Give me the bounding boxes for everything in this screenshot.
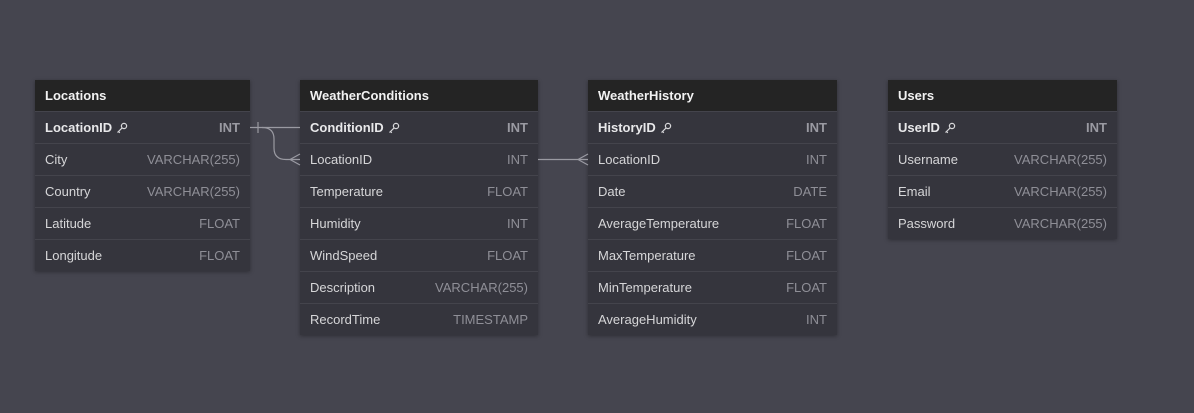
table-row[interactable]: HistoryID INT	[588, 111, 837, 143]
table-row[interactable]: Latitude FLOAT	[35, 207, 250, 239]
column-name: Latitude	[45, 215, 92, 231]
table-row[interactable]: Temperature FLOAT	[300, 175, 538, 207]
table-row[interactable]: MaxTemperature FLOAT	[588, 239, 837, 271]
table-row[interactable]: ConditionID INT	[300, 111, 538, 143]
table-weatherconditions[interactable]: WeatherConditions ConditionID INT Locati…	[300, 80, 538, 335]
column-name: MinTemperature	[598, 279, 692, 295]
column-type: VARCHAR(255)	[1014, 151, 1107, 167]
key-icon	[388, 122, 400, 134]
column-type: TIMESTAMP	[453, 311, 528, 327]
table-locations[interactable]: Locations LocationID INT City VARCHAR(25…	[35, 80, 250, 271]
table-row[interactable]: AverageTemperature FLOAT	[588, 207, 837, 239]
key-icon	[660, 122, 672, 134]
column-type: INT	[507, 119, 528, 135]
column-name: LocationID	[45, 119, 113, 135]
crowfoot-marker	[577, 153, 589, 166]
key-icon	[944, 122, 956, 134]
table-row[interactable]: Longitude FLOAT	[35, 239, 250, 271]
table-title[interactable]: WeatherConditions	[300, 80, 538, 111]
table-row[interactable]: Username VARCHAR(255)	[888, 143, 1117, 175]
column-type: VARCHAR(255)	[1014, 183, 1107, 199]
column-name: Description	[310, 279, 376, 295]
column-name: Temperature	[310, 183, 383, 199]
column-name: RecordTime	[310, 311, 381, 327]
column-name: AverageHumidity	[598, 311, 697, 327]
column-name: Longitude	[45, 247, 103, 263]
column-type: VARCHAR(255)	[1014, 215, 1107, 231]
table-title[interactable]: Locations	[35, 80, 250, 111]
column-type: VARCHAR(255)	[147, 183, 240, 199]
column-type: FLOAT	[786, 215, 827, 231]
column-type: FLOAT	[786, 247, 827, 263]
table-row[interactable]: Country VARCHAR(255)	[35, 175, 250, 207]
relationship-line[interactable]	[261, 126, 300, 161]
column-name: City	[45, 151, 68, 167]
table-title[interactable]: WeatherHistory	[588, 80, 837, 111]
column-type: INT	[806, 151, 827, 167]
table-row[interactable]: LocationID INT	[588, 143, 837, 175]
column-type: FLOAT	[487, 247, 528, 263]
table-row[interactable]: Email VARCHAR(255)	[888, 175, 1117, 207]
column-name: HistoryID	[598, 119, 656, 135]
column-name: Date	[598, 183, 626, 199]
column-name: LocationID	[310, 151, 373, 167]
table-row[interactable]: Humidity INT	[300, 207, 538, 239]
column-type: DATE	[793, 183, 827, 199]
column-name: Username	[898, 151, 958, 167]
table-row[interactable]: City VARCHAR(255)	[35, 143, 250, 175]
table-row[interactable]: Date DATE	[588, 175, 837, 207]
column-name: ConditionID	[310, 119, 384, 135]
column-name: LocationID	[598, 151, 661, 167]
column-type: FLOAT	[199, 215, 240, 231]
column-name: MaxTemperature	[598, 247, 696, 263]
column-type: FLOAT	[487, 183, 528, 199]
table-weatherhistory[interactable]: WeatherHistory HistoryID INT LocationID …	[588, 80, 837, 335]
column-type: FLOAT	[786, 279, 827, 295]
column-type: INT	[507, 151, 528, 167]
table-users[interactable]: Users UserID INT Username VARCHAR(255) E…	[888, 80, 1117, 239]
column-name: Password	[898, 215, 956, 231]
table-row[interactable]: LocationID INT	[300, 143, 538, 175]
column-type: INT	[219, 119, 240, 135]
table-row[interactable]: UserID INT	[888, 111, 1117, 143]
table-title[interactable]: Users	[888, 80, 1117, 111]
column-type: INT	[806, 119, 827, 135]
table-row[interactable]: AverageHumidity INT	[588, 303, 837, 335]
table-row[interactable]: MinTemperature FLOAT	[588, 271, 837, 303]
column-type: INT	[806, 311, 827, 327]
column-name: Country	[45, 183, 91, 199]
table-row[interactable]: LocationID INT	[35, 111, 250, 143]
table-row[interactable]: Password VARCHAR(255)	[888, 207, 1117, 239]
table-row[interactable]: WindSpeed FLOAT	[300, 239, 538, 271]
column-type: VARCHAR(255)	[147, 151, 240, 167]
column-name: Email	[898, 183, 931, 199]
column-type: FLOAT	[199, 247, 240, 263]
column-type: INT	[507, 215, 528, 231]
column-type: VARCHAR(255)	[435, 279, 528, 295]
column-name: UserID	[898, 119, 940, 135]
column-name: AverageTemperature	[598, 215, 720, 231]
crowfoot-marker	[289, 153, 301, 166]
column-name: WindSpeed	[310, 247, 378, 263]
key-icon	[116, 122, 128, 134]
table-row[interactable]: RecordTime TIMESTAMP	[300, 303, 538, 335]
column-type: INT	[1086, 119, 1107, 135]
table-row[interactable]: Description VARCHAR(255)	[300, 271, 538, 303]
column-name: Humidity	[310, 215, 361, 231]
